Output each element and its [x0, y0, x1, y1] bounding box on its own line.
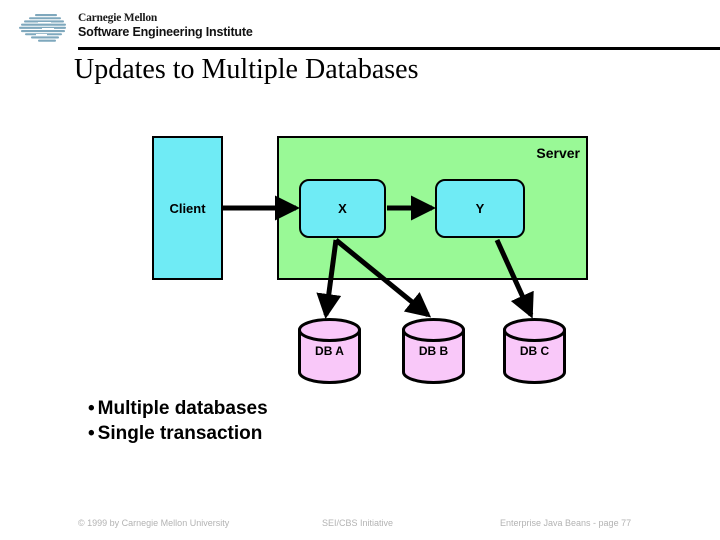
database-b-label: DB B	[418, 344, 449, 358]
database-cylinder-a: DB A	[298, 318, 361, 384]
header-divider	[78, 47, 720, 50]
sei-logo: Carnegie Mellon Software Engineering Ins…	[18, 10, 268, 48]
database-cylinder-b: DB B	[402, 318, 465, 384]
footer-initiative: SEI/CBS Initiative	[322, 518, 394, 528]
sei-swoosh-logo-icon	[18, 13, 70, 43]
server-label: Server	[536, 145, 580, 161]
bullet-text-1: Multiple databases	[97, 398, 268, 419]
component-y-box	[435, 179, 525, 238]
bullet-item-1: •Multiple databases	[88, 396, 508, 421]
logo-line-sei: Software Engineering Institute	[78, 25, 253, 39]
component-x-box	[299, 179, 386, 238]
bullet-list: •Multiple databases •Single transaction	[88, 396, 508, 446]
logo-line-carnegie-mellon: Carnegie Mellon	[78, 12, 158, 24]
component-y-label: Y	[475, 201, 485, 216]
page-title: Updates to Multiple Databases	[74, 54, 419, 85]
footer-copyright: © 1999 by Carnegie Mellon University	[78, 518, 230, 528]
sei-logo-text: Carnegie Mellon Software Engineering Ins…	[78, 12, 278, 40]
database-c-label: DB C	[519, 344, 550, 358]
client-box	[152, 136, 223, 280]
bullet-text-2: Single transaction	[97, 423, 263, 444]
database-a-label: DB A	[315, 344, 344, 358]
bullet-marker-icon: •	[88, 423, 95, 444]
bullet-item-2: •Single transaction	[88, 421, 508, 446]
footer-page-info: Enterprise Java Beans - page 77	[500, 518, 632, 528]
component-x-label: X	[338, 201, 347, 216]
database-cylinder-c: DB C	[503, 318, 566, 384]
client-label: Client	[169, 201, 206, 216]
bullet-marker-icon: •	[88, 398, 95, 419]
